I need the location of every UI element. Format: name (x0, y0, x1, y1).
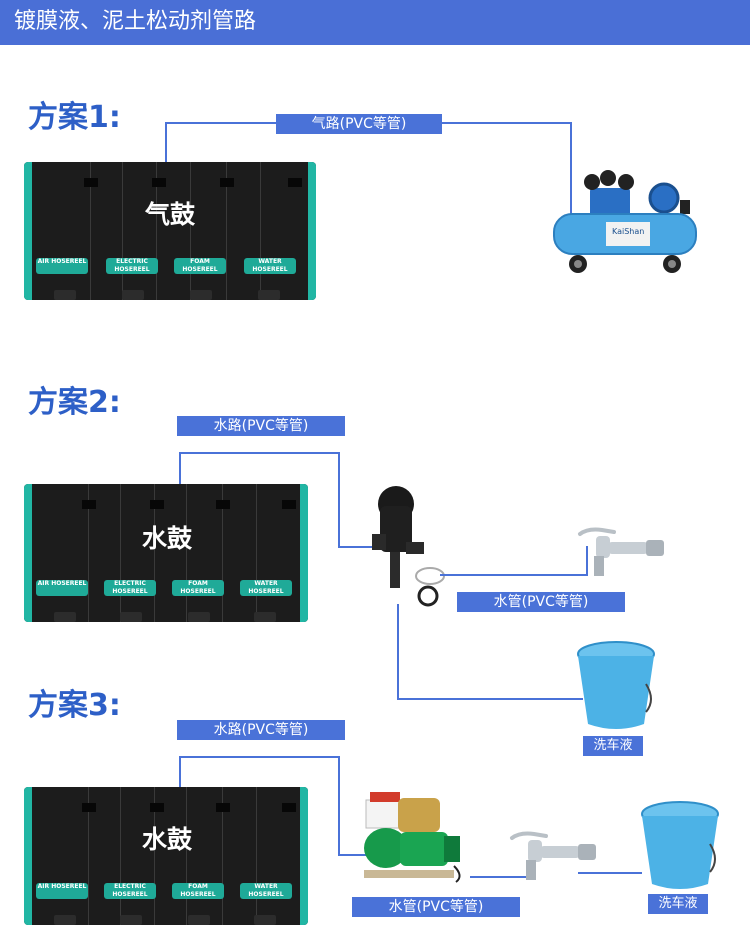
faucet-icon-2 (578, 527, 664, 576)
bucket-label-2: 洗车液 (583, 736, 643, 756)
badge-water: WATER HOSEREEL (240, 580, 292, 596)
bucket-label-3: 洗车液 (648, 894, 708, 914)
badge-foam: FOAM HOSEREEL (172, 580, 224, 596)
water-line-doser-down (397, 604, 399, 700)
plan-1-title: 方案1: (28, 100, 121, 135)
water-pump-image (364, 792, 461, 883)
dosing-pump-image (372, 486, 445, 607)
water-line-2-down (338, 452, 340, 548)
water-line-tap-to-bucket (578, 872, 642, 874)
water-line-doser-to-tap (440, 574, 588, 576)
hose-reel-machine-1: 气鼓 AIR HOSEREEL ELECTRIC HOSEREEL FOAM H… (24, 162, 316, 300)
badge-electric: ELECTRIC HOSEREEL (104, 883, 156, 899)
pump-pipe-label-3: 水管(PVC等管) (352, 897, 520, 917)
water-pipe-label-3: 水路(PVC等管) (177, 720, 345, 740)
bucket-image-2 (577, 641, 655, 729)
water-line-2-to-doser (338, 546, 380, 548)
plan-3-title: 方案3: (28, 688, 121, 723)
page-title: 镀膜液、泥土松动剂管路 (14, 9, 257, 34)
tap-pipe-label-2: 水管(PVC等管) (457, 592, 625, 612)
air-compressor-image: KaiShan (553, 170, 697, 273)
air-line-vertical-right (570, 122, 572, 214)
badge-electric: ELECTRIC HOSEREEL (104, 580, 156, 596)
badge-water: WATER HOSEREEL (240, 883, 292, 899)
water-line-3-to-pump (338, 854, 366, 856)
water-line-2-up (179, 452, 181, 486)
water-pipe-label-2: 水路(PVC等管) (177, 416, 345, 436)
water-line-pump-to-tap (470, 876, 528, 878)
bucket-image-3 (641, 801, 719, 889)
badge-air: AIR HOSEREEL (36, 580, 88, 596)
plan-2-title: 方案2: (28, 385, 121, 420)
water-line-to-bucket (397, 698, 583, 700)
badge-water: WATER HOSEREEL (244, 258, 296, 274)
hose-reel-machine-3: 水鼓 AIR HOSEREEL ELECTRIC HOSEREEL FOAM H… (24, 787, 308, 925)
badge-air: AIR HOSEREEL (36, 258, 88, 274)
water-line-2-top (179, 452, 339, 454)
air-line-vertical-left (165, 122, 167, 165)
badge-foam: FOAM HOSEREEL (172, 883, 224, 899)
badge-electric: ELECTRIC HOSEREEL (106, 258, 158, 274)
water-line-3-up (179, 756, 181, 790)
badge-foam: FOAM HOSEREEL (174, 258, 226, 274)
water-line-3-top (179, 756, 339, 758)
compressor-brand-text: KaiShan (612, 227, 644, 236)
faucet-icon-3 (510, 831, 596, 880)
water-line-to-tap-up (586, 546, 588, 576)
drum-label-water-2: 水鼓 (142, 524, 193, 553)
hose-reel-machine-2: 水鼓 AIR HOSEREEL ELECTRIC HOSEREEL FOAM H… (24, 484, 308, 622)
header-bar (0, 0, 750, 45)
badge-air: AIR HOSEREEL (36, 883, 88, 899)
air-pipe-label: 气路(PVC等管) (276, 114, 442, 134)
water-line-3-down (338, 756, 340, 856)
drum-label-air: 气鼓 (145, 200, 196, 229)
drum-label-water-3: 水鼓 (142, 825, 193, 854)
